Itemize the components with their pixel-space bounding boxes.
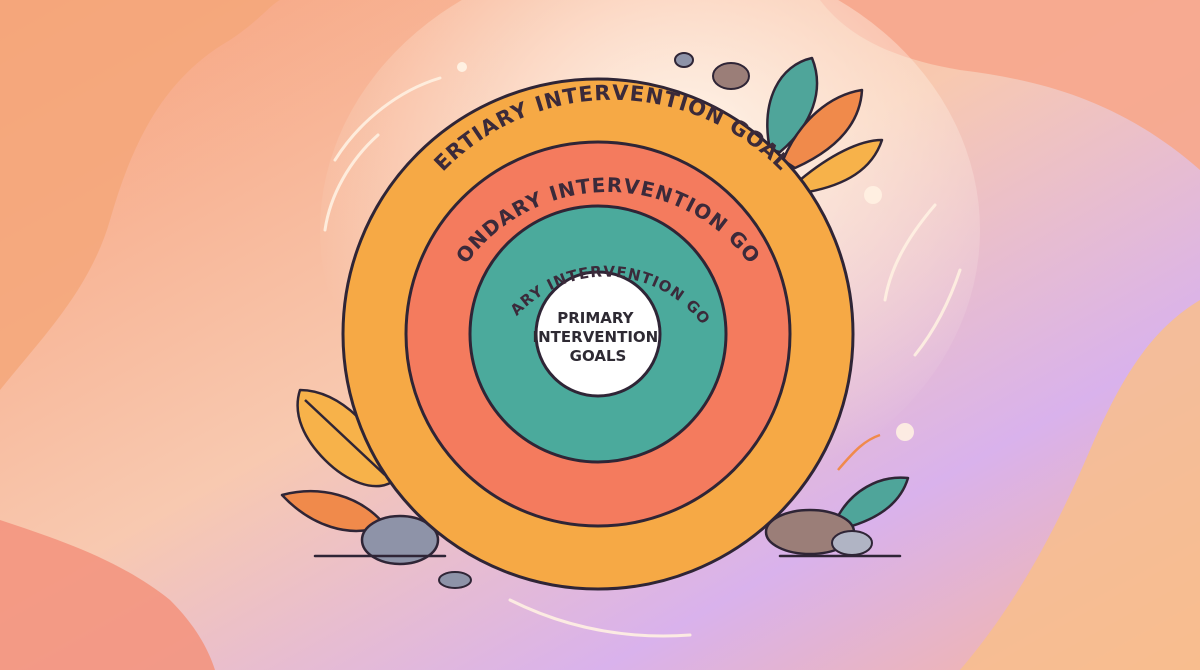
rock-left [360,514,440,566]
center-label-line-2: INTERVENTION [533,328,659,346]
background-blob-bottom-right [960,300,1200,670]
pebble [831,530,873,556]
sparkle-dot [896,423,914,441]
sparkle-dot [864,186,882,204]
leaf-cluster-bottom-left [280,388,397,533]
motion-lines [323,76,962,638]
leaf-cluster-bottom-right [833,433,910,530]
center-label-line-3: GOALS [570,347,627,365]
center-label-line-1: PRIMARY [557,309,634,327]
background-blob-top-right [820,0,1200,170]
pebble [438,571,472,589]
background-blob-left [0,0,280,390]
sparkle-dot [457,62,467,72]
center-circle [534,270,662,398]
leaf-cluster-top-right [766,56,884,194]
pebble [674,52,694,68]
background-blob-bottom-left [0,520,215,670]
center-label: PRIMARY INTERVENTION GOALS [533,309,664,365]
pebble [712,62,750,90]
